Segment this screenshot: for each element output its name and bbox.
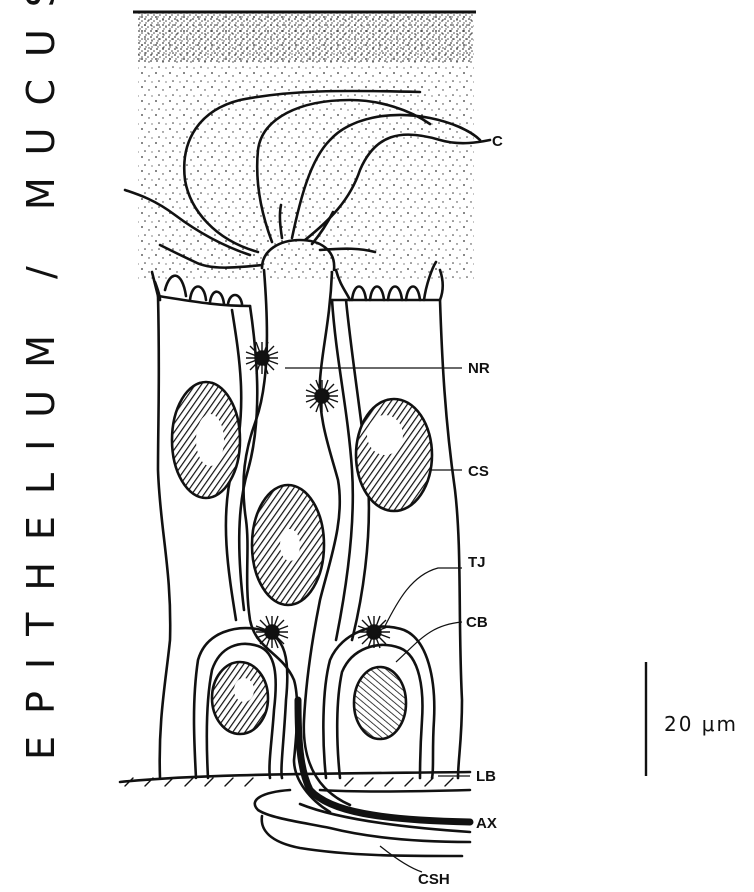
label-cs: CS bbox=[468, 463, 489, 480]
scale-bar: 20 μm bbox=[646, 662, 738, 776]
label-tj: TJ bbox=[468, 554, 486, 571]
label-nr: NR bbox=[468, 360, 490, 377]
basal-lamina bbox=[120, 772, 470, 786]
label-ax: AX bbox=[476, 815, 497, 832]
label-csh: CSH bbox=[418, 871, 450, 888]
label-lb: LB bbox=[476, 768, 496, 785]
label-cilia: C bbox=[492, 133, 503, 150]
scale-bar-label: 20 μm bbox=[664, 712, 738, 736]
label-cb: CB bbox=[466, 614, 488, 631]
side-title: EPITHELIUM / MUCUS bbox=[19, 0, 63, 760]
nuclei bbox=[172, 382, 432, 739]
